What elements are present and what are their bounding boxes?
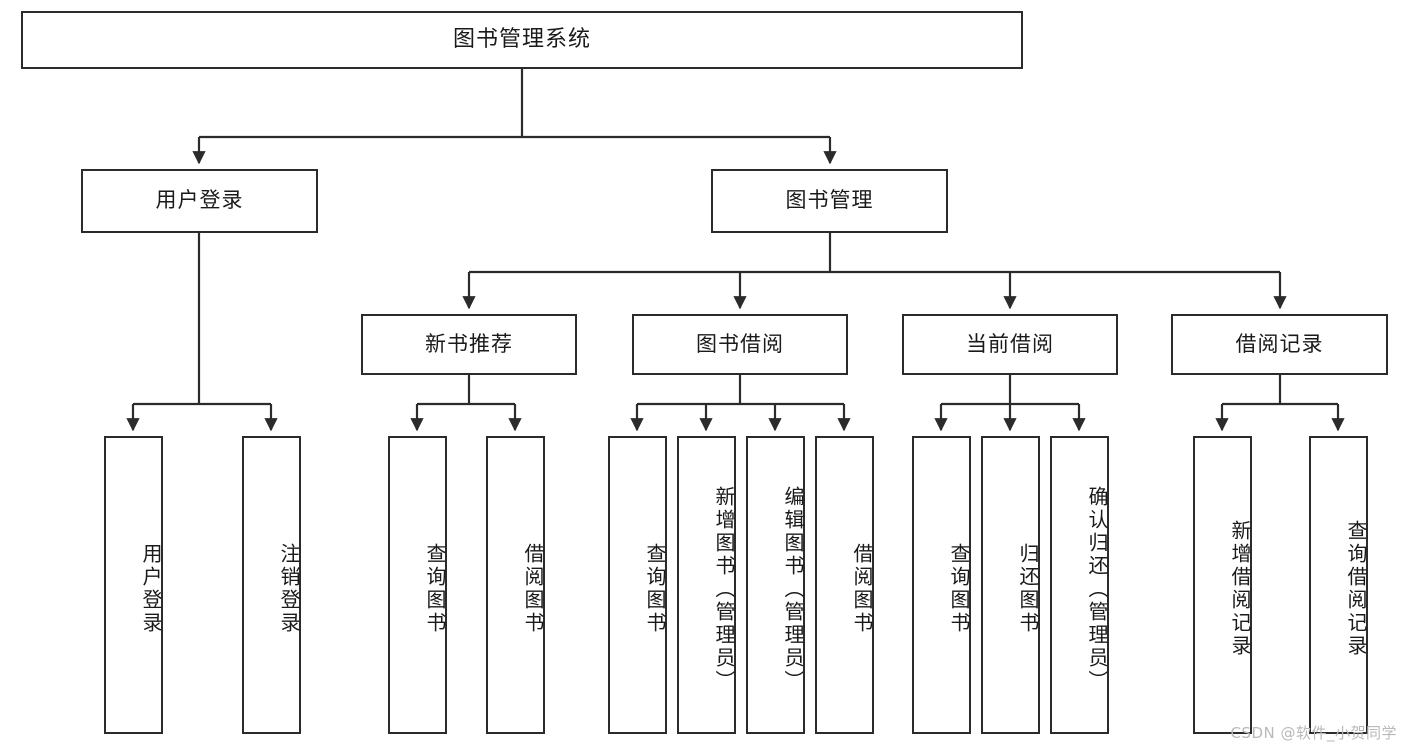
node-leaf-add-record-label: 新增借阅记录 (1228, 520, 1252, 658)
node-leaf-return-book-label: 归还图书 (1016, 543, 1040, 635)
node-leaf-query-book-1-label: 查询图书 (423, 543, 447, 635)
node-user-login[interactable]: 用户登录 (81, 169, 318, 233)
node-leaf-query-record[interactable]: 查询借阅记录 (1309, 436, 1368, 734)
node-leaf-edit-book-label: 编辑图书（管理员） (781, 485, 805, 693)
node-leaf-borrow-book-1-label: 借阅图书 (521, 543, 545, 635)
node-leaf-add-book[interactable]: 新增图书（管理员） (677, 436, 736, 734)
node-borrow-record-label: 借阅记录 (1235, 331, 1324, 356)
node-new-book-recommend[interactable]: 新书推荐 (361, 314, 577, 375)
node-leaf-query-book-3[interactable]: 查询图书 (912, 436, 971, 734)
node-leaf-confirm-return-label: 确认归还（管理员） (1085, 485, 1109, 693)
node-borrow-record[interactable]: 借阅记录 (1171, 314, 1388, 375)
node-current-borrow-label: 当前借阅 (966, 331, 1054, 356)
node-leaf-query-book-1[interactable]: 查询图书 (388, 436, 447, 734)
node-root[interactable]: 图书管理系统 (21, 11, 1023, 69)
node-leaf-borrow-book-1[interactable]: 借阅图书 (486, 436, 545, 734)
node-leaf-edit-book[interactable]: 编辑图书（管理员） (746, 436, 805, 734)
node-user-login-label: 用户登录 (155, 188, 244, 213)
node-book-borrow-label: 图书借阅 (696, 331, 784, 356)
node-current-borrow[interactable]: 当前借阅 (902, 314, 1118, 375)
node-leaf-borrow-book-2[interactable]: 借阅图书 (815, 436, 874, 734)
node-root-label: 图书管理系统 (452, 26, 591, 52)
node-leaf-confirm-return[interactable]: 确认归还（管理员） (1050, 436, 1109, 734)
node-leaf-return-book[interactable]: 归还图书 (981, 436, 1040, 734)
node-leaf-user-login[interactable]: 用户登录 (104, 436, 163, 734)
node-leaf-add-record[interactable]: 新增借阅记录 (1193, 436, 1252, 734)
watermark: CSDN @软件_小贺同学 (1230, 724, 1397, 742)
node-leaf-add-book-label: 新增图书（管理员） (712, 485, 736, 693)
node-new-book-recommend-label: 新书推荐 (425, 331, 513, 356)
node-book-borrow[interactable]: 图书借阅 (632, 314, 848, 375)
node-leaf-query-record-label: 查询借阅记录 (1344, 520, 1368, 658)
node-leaf-user-logout-label: 注销登录 (277, 543, 301, 635)
node-leaf-query-book-2-label: 查询图书 (643, 543, 667, 635)
node-book-manage-label: 图书管理 (785, 188, 874, 213)
node-leaf-user-login-label: 用户登录 (139, 543, 163, 635)
node-book-manage[interactable]: 图书管理 (711, 169, 948, 233)
node-leaf-query-book-2[interactable]: 查询图书 (608, 436, 667, 734)
node-leaf-query-book-3-label: 查询图书 (947, 543, 971, 635)
node-leaf-user-logout[interactable]: 注销登录 (242, 436, 301, 734)
node-leaf-borrow-book-2-label: 借阅图书 (850, 543, 874, 635)
